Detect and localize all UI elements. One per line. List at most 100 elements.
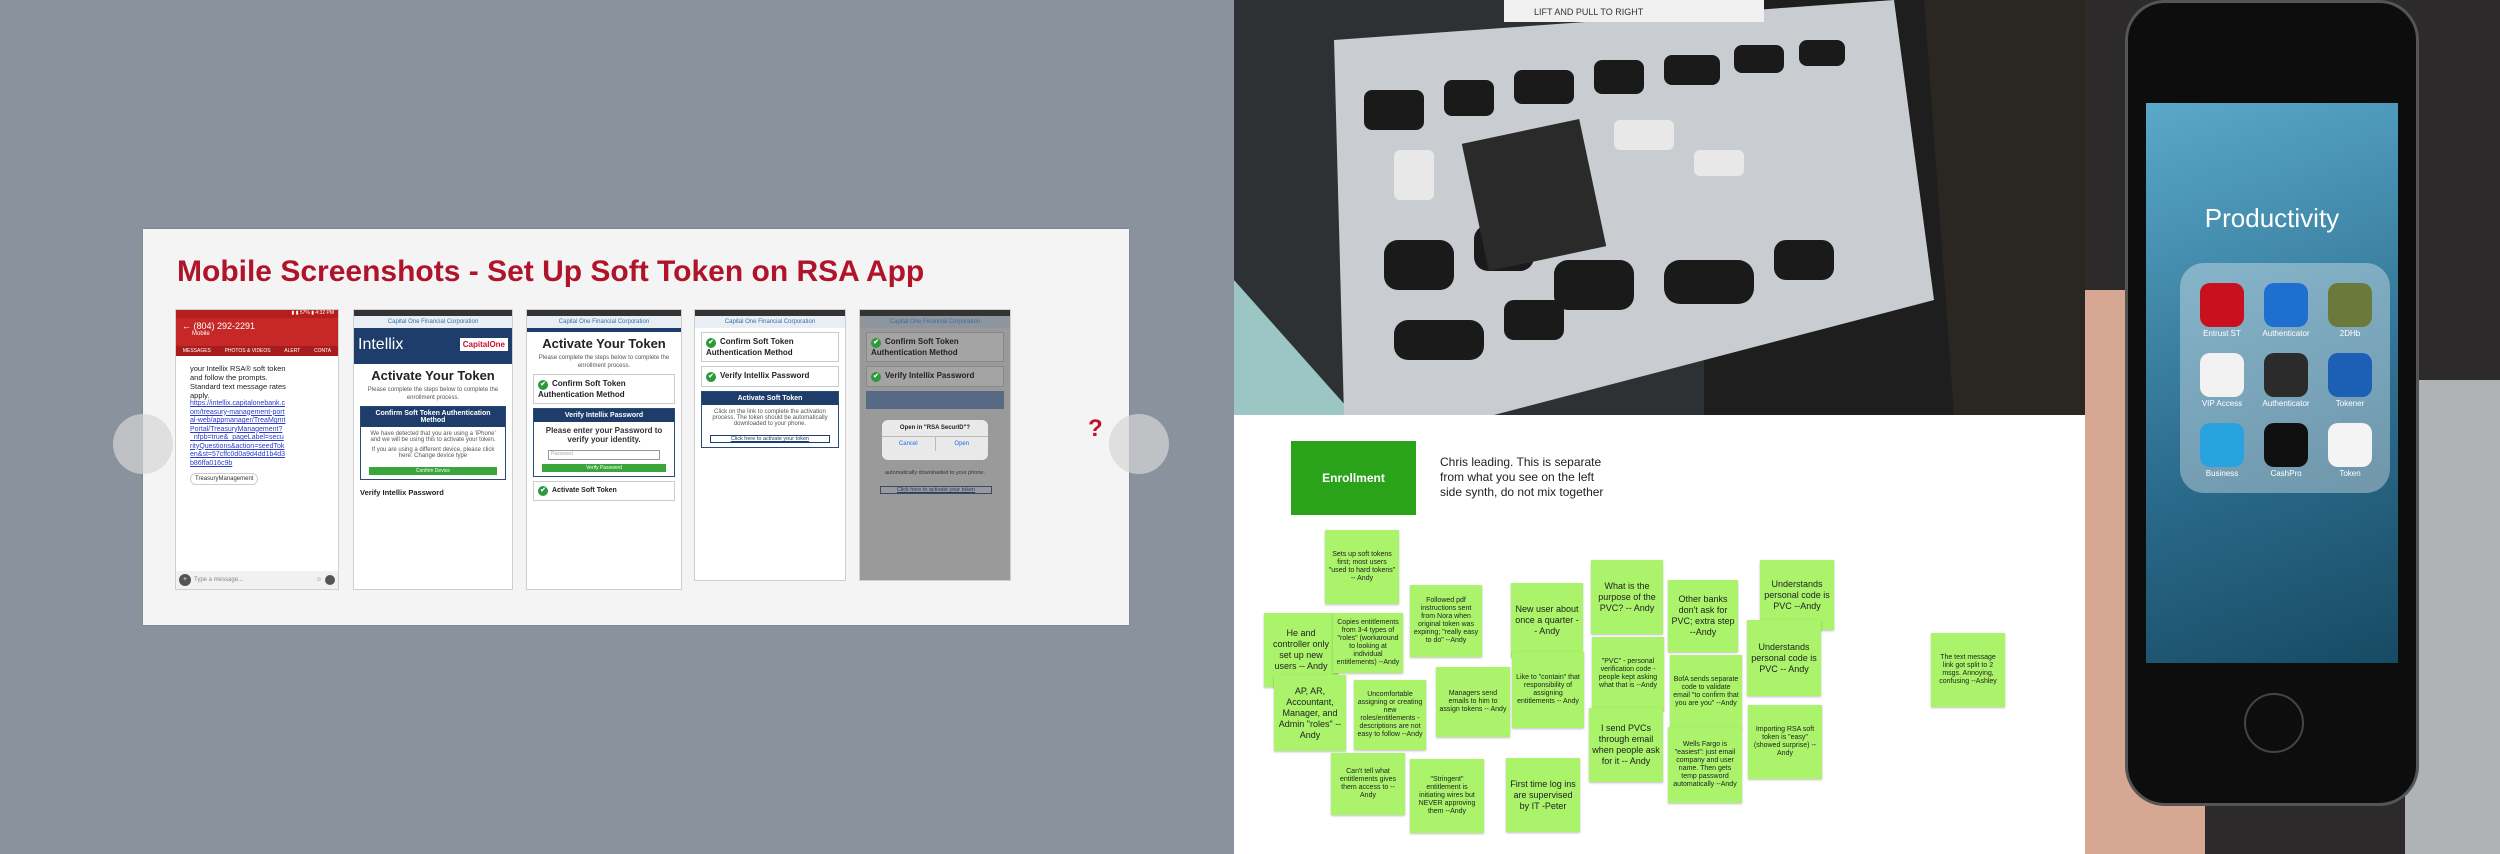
- sticky-note[interactable]: Sets up soft tokens first; most users "u…: [1325, 530, 1399, 604]
- vip-access-app-label: VIP Access: [2201, 399, 2243, 408]
- folder-title: Productivity: [2204, 203, 2340, 233]
- url-bar[interactable]: Capital One Financial Corporation: [527, 316, 681, 328]
- sticky-note[interactable]: "PVC" - personal verification code - peo…: [1592, 637, 1664, 711]
- authenticator2-app-icon[interactable]: [2264, 353, 2308, 397]
- enrollment-header-sticky[interactable]: Enrollment: [1291, 441, 1416, 515]
- tokener-app-icon[interactable]: [2328, 353, 2372, 397]
- step2-complete: Verify Intellix Password: [866, 366, 1004, 387]
- step-verify-password: Verify Intellix Password Please enter yo…: [533, 408, 675, 477]
- message-input[interactable]: Type a message...: [194, 577, 244, 583]
- sticky-note[interactable]: Importing RSA soft token is "easy" (show…: [1748, 705, 1822, 779]
- next-arrow-button[interactable]: [1109, 414, 1169, 474]
- slide-frame[interactable]: Mobile Screenshots - Set Up Soft Token o…: [113, 229, 1169, 625]
- intellix-logo: Intellix: [358, 336, 404, 353]
- open-button[interactable]: Open: [934, 437, 989, 451]
- step-body: We have detected that you are using a 'i…: [370, 431, 496, 443]
- sticky-note[interactable]: First time log ins are supervised by IT …: [1506, 758, 1580, 832]
- sms-tabs: MESSAGES PHOTOS & VIDEOS ALERT CONTA: [176, 346, 338, 356]
- slide-title: Mobile Screenshots - Set Up Soft Token o…: [177, 255, 925, 288]
- step1-complete: Confirm Soft Token Authentication Method: [533, 374, 675, 404]
- step-title: Verify Intellix Password: [534, 409, 674, 422]
- sticky-note[interactable]: Other banks don't ask for PVC; extra ste…: [1668, 580, 1738, 652]
- sticky-board: Enrollment Chris leading. This is separa…: [1234, 415, 2085, 854]
- sticky-note[interactable]: New user about once a quarter -- Andy: [1511, 583, 1583, 657]
- token-app-label: Token: [2339, 469, 2361, 478]
- sticky-note[interactable]: Followed pdf instructions sent from Nora…: [1410, 585, 1482, 657]
- phone-body: Productivity Entrust ST Authenticator 2D…: [2125, 0, 2419, 806]
- step-activate-token: Activate Soft Token Click on the link to…: [701, 391, 839, 448]
- add-icon[interactable]: +: [179, 574, 191, 586]
- screenshot-open-rsa-dialog: Capital One Financial Corporation Confir…: [859, 309, 1011, 581]
- tab-alert[interactable]: ALERT: [284, 348, 301, 354]
- tab-photos[interactable]: PHOTOS & VIDEOS: [224, 348, 271, 354]
- dialog-title: Open in "RSA SecurID"?: [899, 425, 971, 431]
- prev-arrow-button[interactable]: [113, 414, 173, 474]
- token-box-photo: LIFT AND PULL TO RIGHT: [1234, 0, 2085, 415]
- entrust-app-icon[interactable]: [2200, 283, 2244, 327]
- message-input-bar: + Type a message... ☺: [176, 571, 338, 589]
- page-heading: Activate Your Token: [371, 368, 495, 383]
- step1-complete: Confirm Soft Token Authentication Method: [866, 332, 1004, 362]
- brand-banner: Intellix CapitalOne: [354, 328, 512, 364]
- sticky-note[interactable]: Can't tell what entitlements gives them …: [1331, 753, 1405, 815]
- emoji-icon[interactable]: ☺: [315, 577, 322, 583]
- board-intro-note: Chris leading. This is separate from wha…: [1440, 455, 1604, 499]
- token-app-icon[interactable]: [2328, 423, 2372, 467]
- tab-contacts[interactable]: CONTA: [313, 348, 332, 354]
- step1-complete: Confirm Soft Token Authentication Method: [701, 332, 839, 362]
- password-prompt: Please enter your Password to verify you…: [545, 426, 663, 444]
- authenticator-app-icon[interactable]: [2264, 283, 2308, 327]
- activate-link[interactable]: Click here to activate your token: [710, 435, 830, 443]
- brand-strip: [527, 328, 681, 332]
- sticky-note[interactable]: Wells Fargo is "easiest": just email com…: [1668, 727, 1742, 803]
- productivity-folder[interactable]: Entrust ST Authenticator 2DHb VIP Access…: [2180, 263, 2390, 493]
- message-text: your Intellix RSA® soft token and follow…: [190, 364, 286, 400]
- question-mark: ?: [1088, 415, 1103, 442]
- verify-password-button[interactable]: Verify Password: [542, 464, 666, 472]
- vip-access-app-icon[interactable]: [2200, 353, 2244, 397]
- sticky-note[interactable]: What is the purpose of the PVC? -- Andy: [1591, 560, 1663, 634]
- sticky-note[interactable]: Like to "contain" that responsibility of…: [1512, 652, 1584, 728]
- cancel-button[interactable]: Cancel: [898, 441, 918, 447]
- sticky-note[interactable]: Understands personal code is PVC --Andy: [1760, 560, 1834, 630]
- sticky-note[interactable]: Understands personal code is PVC -- Andy: [1747, 620, 1821, 696]
- url-bar[interactable]: Capital One Financial Corporation: [695, 316, 845, 328]
- tab-messages[interactable]: MESSAGES: [182, 348, 211, 354]
- cashpro-app-label: CashPro: [2270, 469, 2302, 478]
- url-bar[interactable]: Capital One Financial Corporation: [860, 316, 1010, 328]
- status-bar: [527, 310, 681, 316]
- sticky-note[interactable]: BofA sends separate code to validate ema…: [1670, 655, 1742, 729]
- phone-number: (804) 292-2291: [193, 321, 256, 331]
- sticky-note[interactable]: "Stringent" entitlement is initiating wi…: [1410, 759, 1484, 833]
- cashpro-app-icon[interactable]: [2264, 423, 2308, 467]
- step-confirm-method: Confirm Soft Token Authentication Method…: [360, 406, 506, 480]
- password-input[interactable]: Password: [548, 450, 660, 460]
- sticky-note[interactable]: Managers send emails to him to assign to…: [1436, 667, 1510, 737]
- activation-link[interactable]: https://intellix.capitalonebank.com/trea…: [190, 400, 286, 467]
- sticky-note[interactable]: I send PVCs through email when people as…: [1589, 708, 1663, 782]
- activate-link[interactable]: Click here to activate your token: [880, 486, 992, 494]
- dimmed-body: automatically downloaded to your phone.: [885, 470, 985, 476]
- sticky-note[interactable]: Copies entitlements from 3-4 types of "r…: [1333, 613, 1403, 673]
- sticky-note[interactable]: AP, AR, Accountant, Manager, and Admin "…: [1274, 675, 1346, 751]
- entrust-app-label: Entrust ST: [2203, 329, 2241, 338]
- screenshot-activate-token: Capital One Financial Corporation Confir…: [694, 309, 846, 581]
- sticky-note[interactable]: He and controller only set up new users …: [1264, 613, 1338, 687]
- url-bar[interactable]: Capital One Financial Corporation: [354, 316, 512, 328]
- step2-complete: Verify Intellix Password: [701, 366, 839, 387]
- business-app-icon[interactable]: [2200, 423, 2244, 467]
- authenticator-app-label: Authenticator: [2262, 329, 2310, 338]
- laptop-edge: [2405, 380, 2500, 854]
- sms-subtitle: Mobile: [192, 331, 210, 337]
- authenticator2-app-label: Authenticator: [2262, 399, 2310, 408]
- confirm-device-button[interactable]: Confirm Device: [369, 467, 497, 475]
- token-organizer-image: LIFT AND PULL TO RIGHT: [1234, 0, 2085, 415]
- intro-text: Please complete the steps below to compl…: [538, 355, 670, 369]
- status-bar: [860, 310, 1010, 316]
- step-note: If you are using a different device, ple…: [371, 447, 495, 459]
- sticky-note[interactable]: The text message link got split to 2 msg…: [1931, 633, 2005, 707]
- sticky-note[interactable]: Uncomfortable assigning or creating new …: [1354, 680, 1426, 750]
- screenshot-verify-password: Capital One Financial Corporation Activa…: [526, 309, 682, 590]
- mic-icon[interactable]: [325, 575, 335, 585]
- 2dhb-app-icon[interactable]: [2328, 283, 2372, 327]
